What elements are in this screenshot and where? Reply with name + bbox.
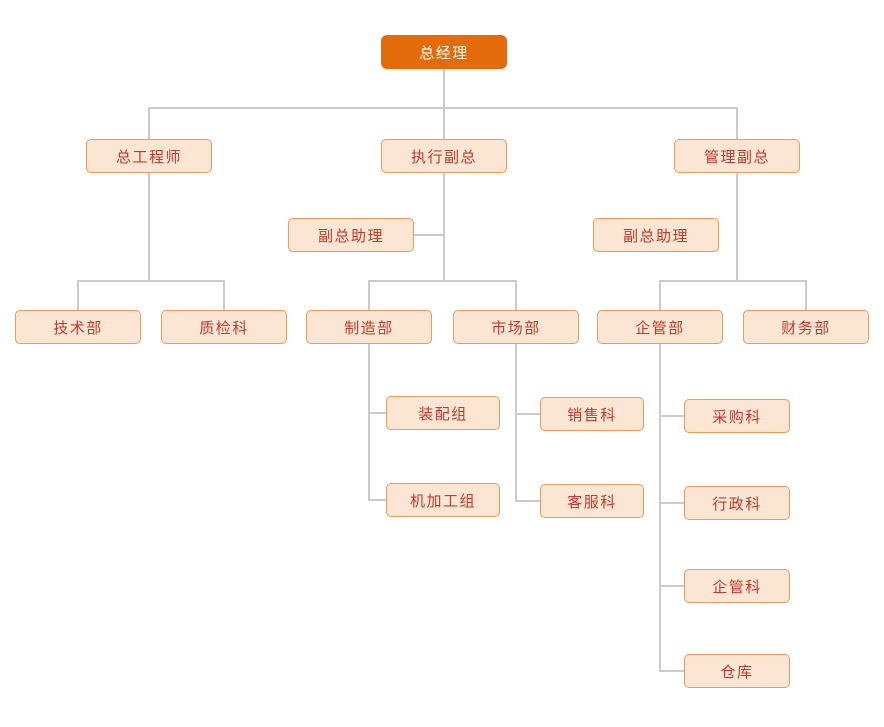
connector-drop-enterprise-mgmt-dept: [659, 280, 661, 310]
org-node-marketing-dept: 市场部: [453, 310, 579, 344]
connector-stub-purchasing-section: [659, 415, 684, 417]
connector-stub-machining-group: [368, 499, 386, 501]
org-node-tech-dept: 技术部: [15, 310, 141, 344]
connector-drop-marketing-dept: [515, 280, 517, 310]
org-node-finance-dept: 财务部: [743, 310, 869, 344]
org-node-assembly-group: 装配组: [386, 396, 500, 430]
connector-stub-warehouse: [659, 670, 684, 672]
connector-stub-sales-section: [515, 413, 540, 415]
connector-management-vp-bar: [659, 280, 807, 282]
connector-drop-executive-vp: [443, 107, 445, 139]
connector-vp-assistant-exec-stub: [414, 234, 444, 236]
org-node-executive-vp: 执行副总: [381, 139, 507, 173]
connector-manufacturing-trunk: [368, 344, 370, 501]
connector-drop-chief-engineer: [148, 107, 150, 139]
connector-stub-customer-service: [515, 500, 540, 502]
org-node-vp-assistant-mgmt: 副总助理: [593, 218, 719, 252]
org-node-enterprise-mgmt-dept: 企管部: [597, 310, 723, 344]
connector-enterprise-mgmt-trunk: [659, 344, 661, 672]
connector-drop-tech-dept: [77, 280, 79, 310]
org-node-qc-section: 质检科: [161, 310, 287, 344]
org-node-admin-section: 行政科: [684, 486, 790, 520]
org-node-enterprise-mgmt-section: 企管科: [684, 569, 790, 603]
connector-executive-vp-bar: [368, 280, 517, 282]
connector-marketing-trunk: [515, 344, 517, 502]
connector-root-trunk: [443, 69, 445, 108]
connector-stub-enterprise-mgmt-section: [659, 585, 684, 587]
connector-stub-assembly-group: [368, 412, 386, 414]
org-node-sales-section: 销售科: [540, 397, 644, 431]
connector-stub-admin-section: [659, 502, 684, 504]
org-node-manufacturing-dept: 制造部: [306, 310, 432, 344]
org-node-purchasing-section: 采购科: [684, 399, 790, 433]
org-node-chief-engineer: 总工程师: [86, 139, 212, 173]
org-node-warehouse: 仓库: [684, 654, 790, 688]
connector-drop-qc-section: [223, 280, 225, 310]
org-node-machining-group: 机加工组: [386, 483, 500, 517]
connector-executive-vp-trunk: [443, 173, 445, 282]
org-node-general-manager: 总经理: [381, 35, 507, 69]
connector-drop-finance-dept: [805, 280, 807, 310]
org-node-management-vp: 管理副总: [674, 139, 800, 173]
org-node-vp-assistant-exec: 副总助理: [288, 218, 414, 252]
connector-management-vp-trunk: [736, 173, 738, 282]
connector-chief-engineer-bar: [77, 280, 225, 282]
connector-drop-manufacturing-dept: [368, 280, 370, 310]
org-node-customer-service-section: 客服科: [540, 484, 644, 518]
connector-chief-engineer-trunk: [148, 173, 150, 282]
connector-drop-management-vp: [736, 107, 738, 139]
